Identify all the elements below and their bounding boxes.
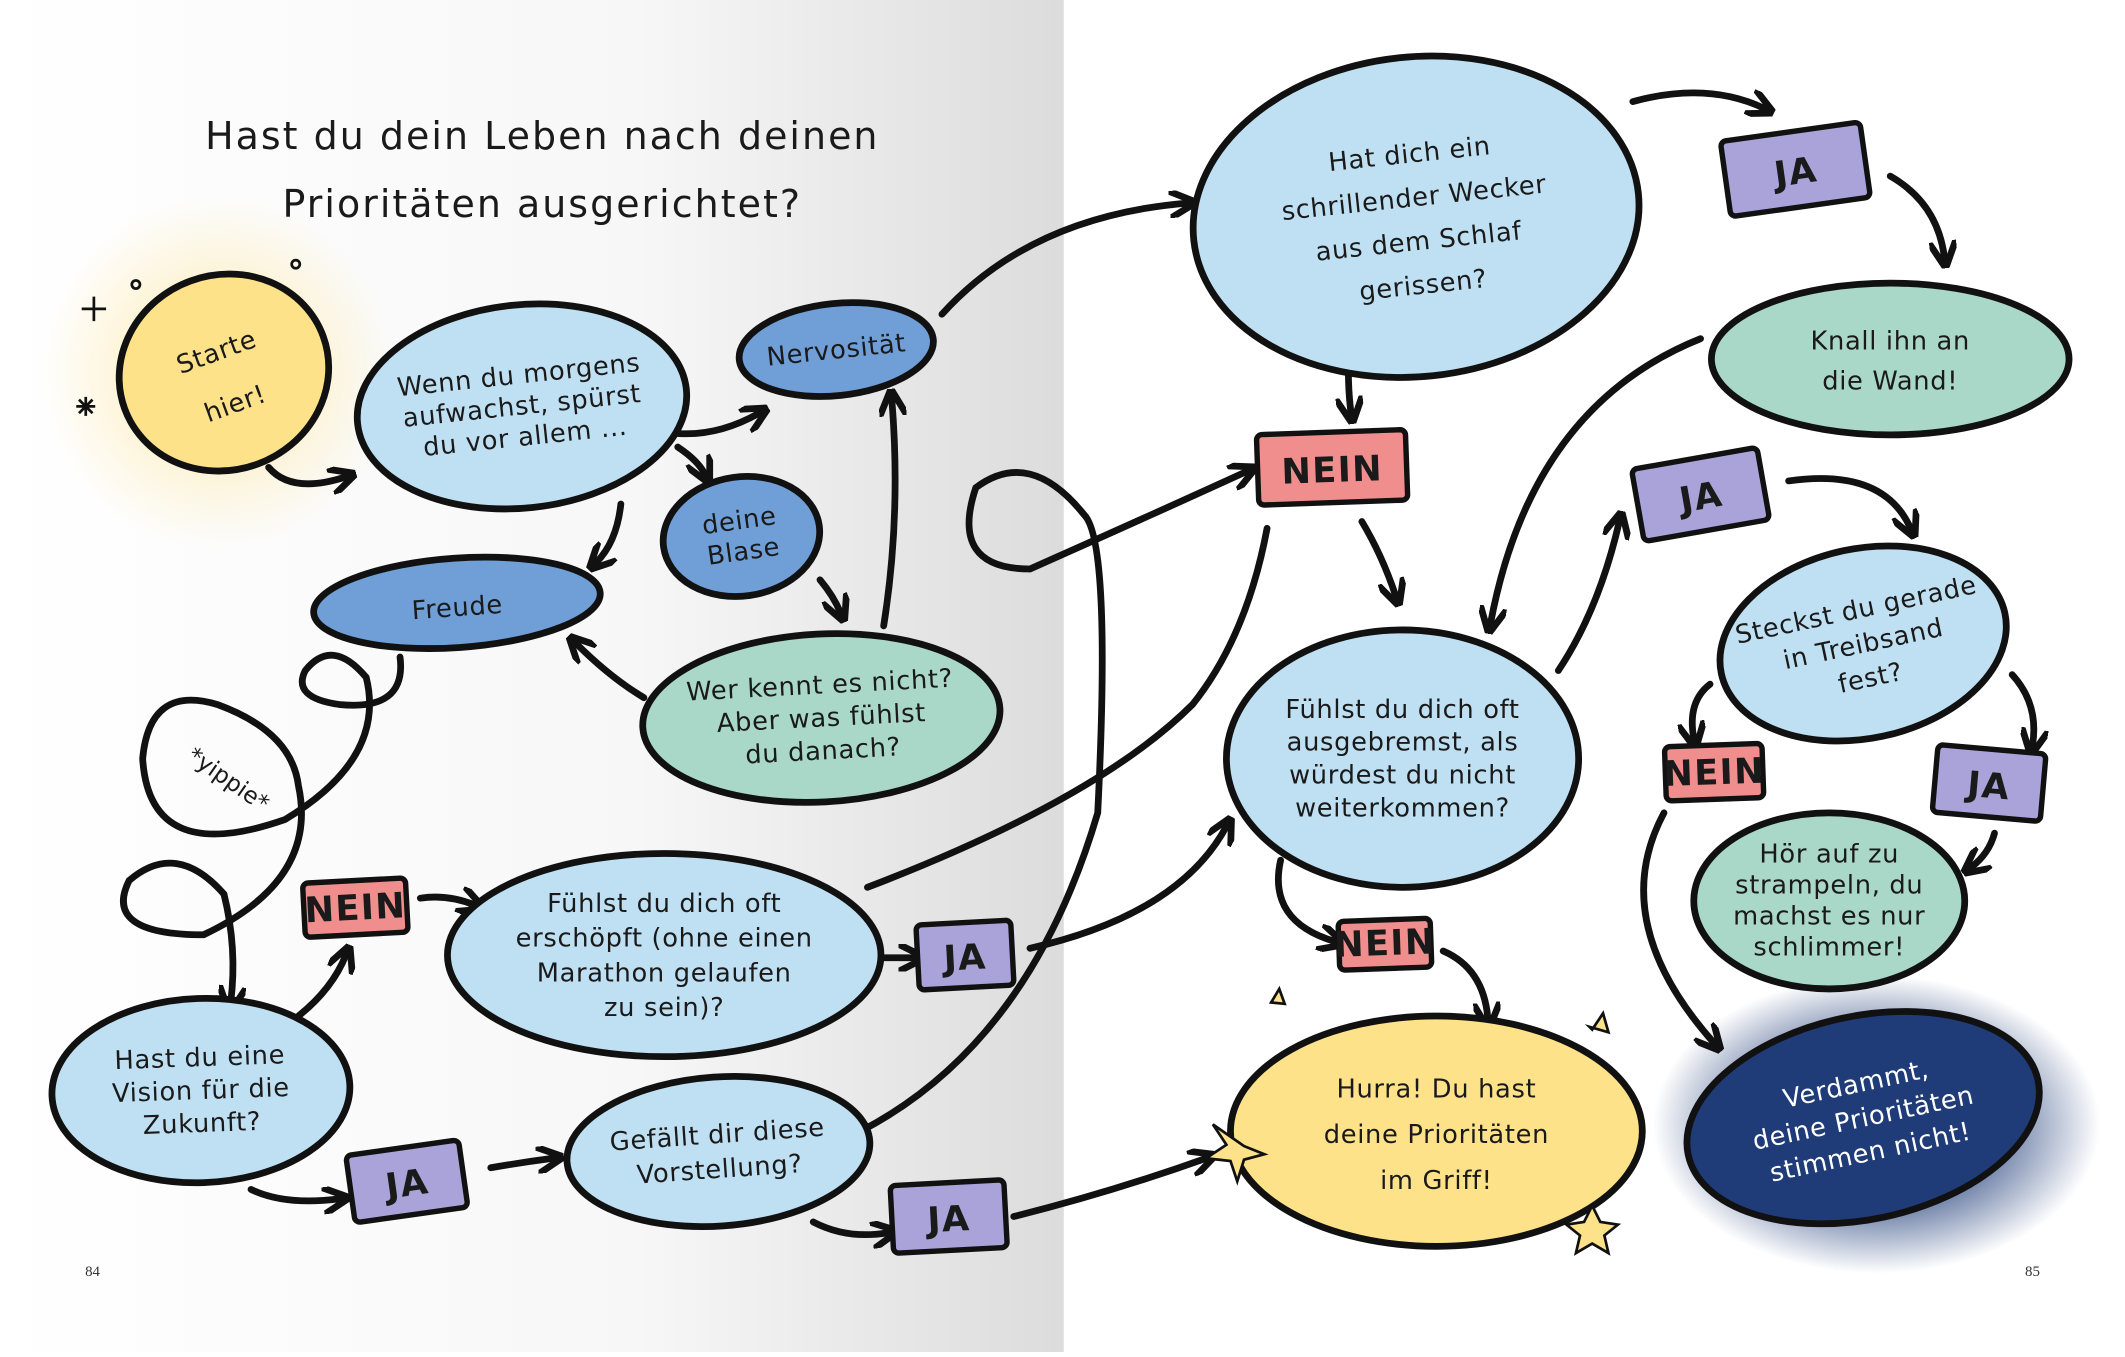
nein-badge: [1661, 740, 1767, 804]
node-bubble: [1708, 279, 2073, 439]
label-nein-vision: NEIN: [300, 875, 411, 940]
node-bubble: [1227, 1012, 1646, 1250]
node-text-line: Zukunft?: [142, 1107, 261, 1141]
node-text-line: Fühlst du dich oft: [1285, 695, 1519, 725]
ja-badge: [887, 1177, 1010, 1256]
ja-badge: [913, 917, 1017, 993]
badge-text: JA: [381, 1161, 431, 1208]
node-wand: Knall ihn an die Wand!: [1708, 279, 2073, 439]
label-nein-ausgebremst: NEIN: [1333, 915, 1436, 973]
nein-badge: [1253, 427, 1411, 508]
asterisk-icon: [76, 396, 96, 416]
ja-badge: [1929, 742, 2049, 824]
node-text-line: Marathon gelaufen: [537, 958, 792, 988]
node-text-line: würdest du nicht: [1289, 761, 1516, 791]
node-text-line: schlimmer!: [1753, 933, 1905, 963]
badge-text: JA: [924, 1198, 971, 1241]
badge-text: JA: [1674, 474, 1726, 522]
ja-badge: [1718, 119, 1873, 219]
node-text-line: Hast du eine: [114, 1040, 286, 1076]
node-text-line: Hurra! Du hast: [1336, 1074, 1536, 1104]
node-hurra: Hurra! Du hast deine Prioritäten im Griff!: [1227, 1012, 1646, 1250]
node-text-line: erschöpft (ohne einen: [516, 924, 813, 954]
node-text-line: die Wand!: [1822, 367, 1958, 397]
node-nervositaet: Nervosität: [735, 299, 937, 400]
node-text-line: im Griff!: [1380, 1166, 1493, 1196]
label-nein-wecker: NEIN: [1253, 427, 1411, 508]
ja-badge: [1629, 445, 1772, 544]
badge-text: NEIN: [304, 885, 408, 931]
label-ja-vision: JA: [343, 1137, 470, 1225]
page-number-right: 85: [2025, 1264, 2040, 1280]
ja-badge: [343, 1137, 470, 1225]
badge-text: NEIN: [1333, 921, 1436, 966]
badge-text: NEIN: [1663, 751, 1766, 796]
page-number-left: 84: [85, 1264, 100, 1280]
star-icon: [1563, 1202, 1622, 1256]
node-bubble: [353, 300, 691, 513]
label-ja-erschoepft: JA: [913, 917, 1017, 993]
label-ja-vorstellung: JA: [887, 1177, 1010, 1256]
node-text-line: machst es nur: [1733, 901, 1925, 931]
node-text-line: Fühlst du dich oft: [547, 889, 781, 919]
label-ja-wecker: JA: [1718, 119, 1873, 219]
label-ja-ausgebremst: JA: [1629, 445, 1772, 544]
badge-text: JA: [1770, 149, 1820, 196]
node-bubble: [310, 553, 604, 652]
node-bubble: [1223, 626, 1583, 891]
title-line-2: Prioritäten ausgerichtet?: [283, 182, 803, 226]
node-text-line: strampeln, du: [1735, 870, 1923, 900]
label-ja-treibsand: JA: [1929, 742, 2049, 824]
node-text-line: zu sein)?: [604, 993, 724, 1023]
node-text-line: Hör auf zu: [1759, 839, 1899, 869]
node-bubble: [444, 850, 885, 1061]
star-icon: [1202, 1123, 1269, 1186]
badge-text: JA: [941, 936, 988, 979]
node-bubble: [659, 473, 824, 600]
sparkle-icon: [81, 296, 107, 322]
node-bubble: [735, 299, 937, 400]
node-text-line: Knall ihn an: [1810, 326, 1970, 356]
node-bubble: [1683, 1008, 2043, 1228]
node-bubble: [115, 270, 333, 475]
node-bubble: [1690, 809, 1969, 993]
nein-badge: [300, 875, 411, 940]
nein-badge: [1335, 915, 1435, 973]
badge-text: NEIN: [1281, 448, 1384, 493]
label-nein-treibsand: NEIN: [1661, 740, 1767, 804]
star-icon: [1584, 1010, 1611, 1035]
node-bubble: [639, 630, 1004, 806]
node-bubble: [1189, 52, 1643, 381]
node-erschoepft: Fühlst du dich oft erschöpft (ohne einenM…: [444, 850, 885, 1061]
node-text-line: Vision für die: [112, 1073, 291, 1109]
node-bubble: [1716, 542, 2010, 745]
badge-text: JA: [1964, 764, 2012, 809]
doodle-stars: [76, 258, 1622, 1256]
title-line-1: Hast du dein Leben nach deinen: [205, 114, 879, 158]
node-text-line: ausgebremst, als: [1287, 728, 1519, 758]
dot-icon: [130, 279, 142, 290]
star-icon: [1268, 985, 1287, 1006]
node-text-line: weiterkommen?: [1295, 794, 1510, 824]
node-bubble: [563, 1073, 874, 1230]
node-text-line: Freude: [411, 590, 504, 626]
arrows: [120, 93, 2033, 1235]
page-title: Hast du dein Leben nach deinen Priorität…: [205, 114, 879, 226]
dot-icon: [290, 258, 302, 270]
node-text-line: deine Prioritäten: [1324, 1120, 1549, 1150]
node-freude: Freude: [310, 553, 604, 652]
node-bubble: [48, 994, 354, 1187]
